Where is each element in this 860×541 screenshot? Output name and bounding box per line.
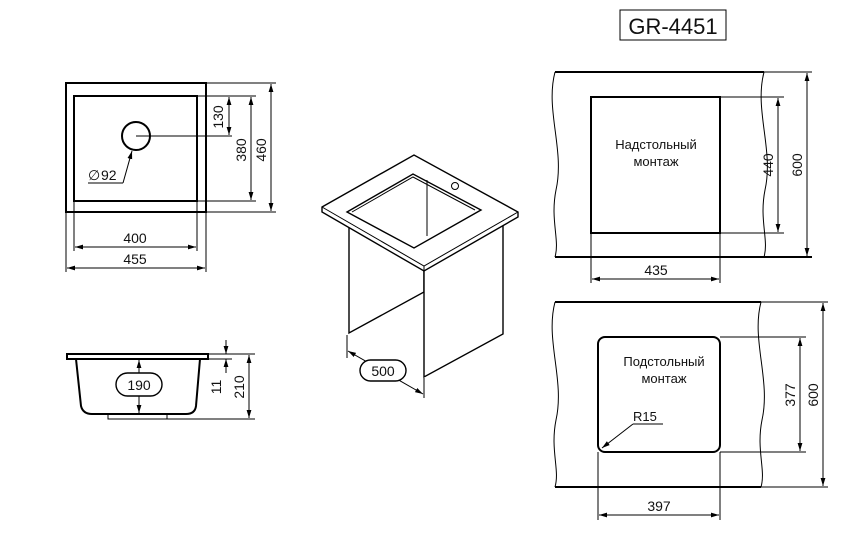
countertop-cutout-width-dim: 435	[644, 262, 668, 278]
undermount-label-line1: Подстольный	[623, 354, 704, 369]
countertop-label-line1: Надстольный	[615, 137, 697, 152]
top-view: 130 380 460 ∅ 92 400 455	[65, 82, 276, 272]
diameter-symbol: ∅	[88, 167, 100, 183]
countertop-cutout-depth-dim: 440	[760, 153, 776, 177]
undermount-label-line2: монтаж	[641, 371, 686, 386]
undermount-cutout-depth-dim: 377	[782, 383, 798, 407]
undermount-counter-depth-dim: 600	[805, 383, 821, 407]
bowl-depth-dim: 190	[127, 377, 151, 393]
undermount-cutout-width-dim: 397	[647, 498, 671, 514]
rim-thickness-dim: 11	[208, 380, 224, 395]
total-height-dim: 210	[231, 375, 247, 399]
countertop-install-view: Надстольный монтаж 440 600 435	[551, 71, 812, 283]
outer-height-dim: 460	[253, 138, 269, 162]
countertop-counter-depth-dim: 600	[789, 153, 805, 177]
side-view: 190 11 210	[66, 340, 255, 420]
model-title: GR-4451	[628, 14, 717, 39]
cabinet-width-dim: 500	[371, 363, 395, 379]
hole-diameter-dim: 92	[101, 167, 117, 183]
model-title-box: GR-4451	[619, 9, 727, 41]
inner-height-dim: 380	[233, 138, 249, 162]
inner-width-dim: 400	[123, 230, 147, 246]
hole-offset-dim: 130	[210, 105, 226, 129]
corner-radius-dim: R15	[633, 409, 657, 424]
countertop-label-line2: монтаж	[633, 154, 678, 169]
outer-width-dim: 455	[123, 251, 147, 267]
undermount-install-view: Подстольный монтаж R15 377 600 397	[551, 301, 828, 520]
faucet-hole	[451, 182, 459, 190]
cabinet-isometric-view: 500	[321, 154, 519, 398]
